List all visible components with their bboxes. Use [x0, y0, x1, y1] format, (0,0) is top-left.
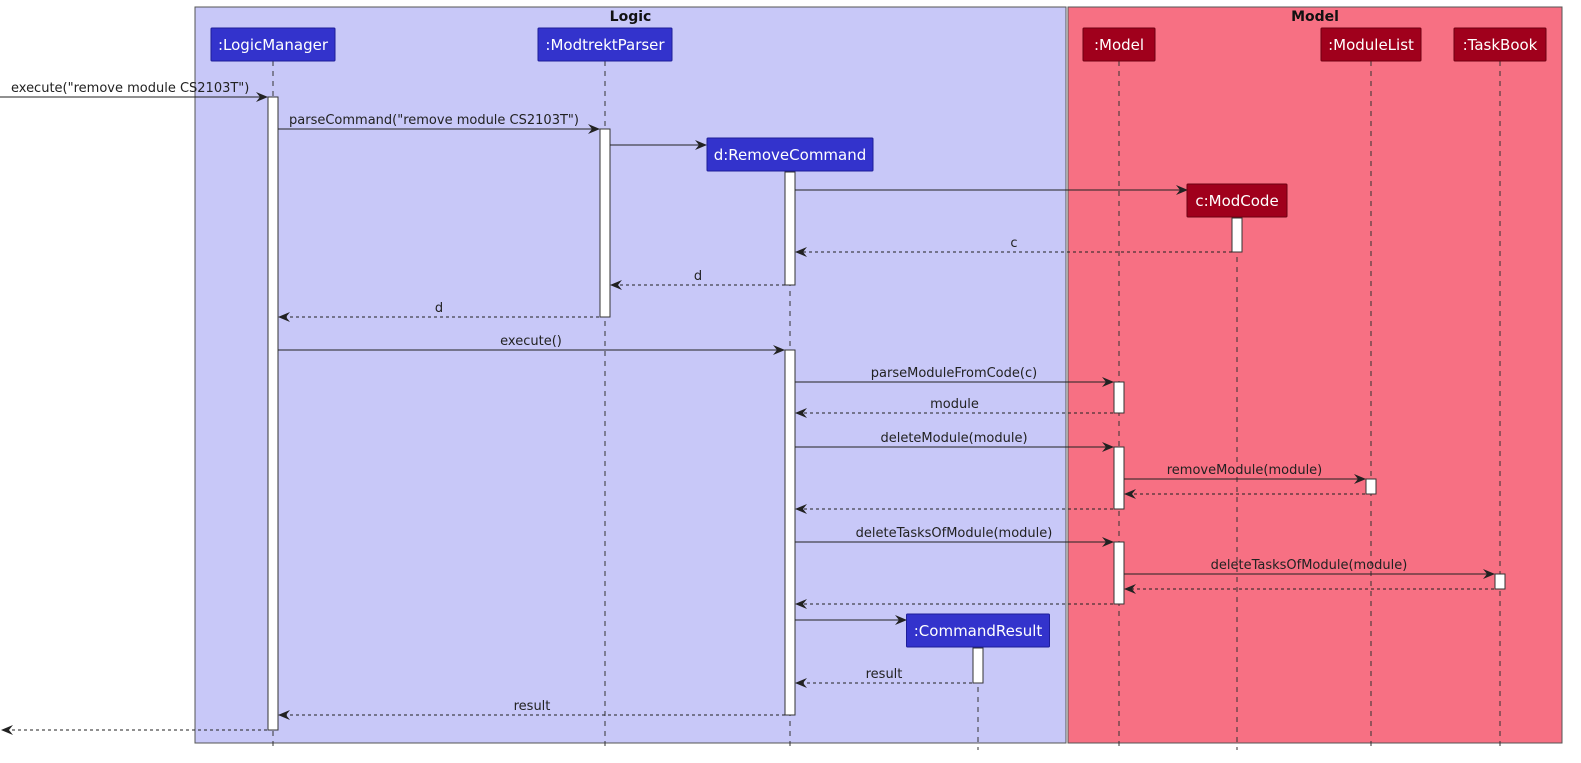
- participant-label-cr: :CommandResult: [914, 622, 1043, 640]
- participant-box-tb: [1453, 27, 1547, 62]
- participant-box-rc: [706, 137, 874, 172]
- activation-bar-m: [1113, 381, 1125, 414]
- participant-box-lm: [210, 27, 336, 62]
- group-title-logic: Logic: [610, 9, 652, 25]
- message-label-module: module: [930, 397, 979, 412]
- participant-label-rc: d:RemoveCommand: [714, 146, 867, 164]
- message-label-execute: execute(): [500, 334, 562, 349]
- activation-bar-ml: [1365, 478, 1377, 495]
- activation-bar-lm: [267, 96, 279, 731]
- participant-label-m: :Model: [1094, 36, 1144, 54]
- message-label-parsemodulefromcode-c: parseModuleFromCode(c): [871, 366, 1037, 381]
- activation-bar-rc: [784, 349, 796, 716]
- message-label-deletetasksofmodule-module: deleteTasksOfModule(module): [856, 526, 1053, 541]
- message-label-parsecommand-remove-module-cs2103t: parseCommand("remove module CS2103T"): [289, 113, 579, 128]
- message-label-result: result: [514, 699, 551, 714]
- participant-box-mp: [537, 27, 673, 62]
- participant-label-ml: :ModuleList: [1328, 36, 1414, 54]
- message-label-d: d: [435, 301, 443, 316]
- message-label-deletemodule-module: deleteModule(module): [880, 431, 1027, 446]
- group-box-model: [1067, 6, 1563, 744]
- participant-label-tb: :TaskBook: [1463, 36, 1538, 54]
- message-label-removemodule-module: removeModule(module): [1167, 463, 1323, 478]
- participant-box-cr: [906, 613, 1050, 648]
- message-label-c: c: [1010, 236, 1017, 251]
- activation-bar-m: [1113, 541, 1125, 605]
- message-label-result: result: [866, 667, 903, 682]
- activation-bar-m: [1113, 446, 1125, 510]
- participant-label-lm: :LogicManager: [218, 36, 329, 54]
- participant-box-ml: [1320, 27, 1422, 62]
- participant-box-mc: [1186, 183, 1288, 218]
- participant-label-mc: c:ModCode: [1195, 192, 1278, 210]
- activation-bar-rc: [784, 171, 796, 286]
- activation-bar-mp: [599, 128, 611, 318]
- activation-bar-mc: [1231, 217, 1243, 253]
- group-title-model: Model: [1291, 9, 1339, 25]
- activation-bar-tb: [1494, 573, 1506, 590]
- message-label-execute-remove-module-cs2103t: execute("remove module CS2103T"): [11, 81, 249, 96]
- activation-bar-cr: [972, 647, 984, 684]
- participant-box-m: [1082, 27, 1156, 62]
- message-label-d: d: [694, 269, 702, 284]
- participant-label-mp: :ModtrektParser: [545, 36, 665, 54]
- message-label-deletetasksofmodule-module: deleteTasksOfModule(module): [1211, 558, 1408, 573]
